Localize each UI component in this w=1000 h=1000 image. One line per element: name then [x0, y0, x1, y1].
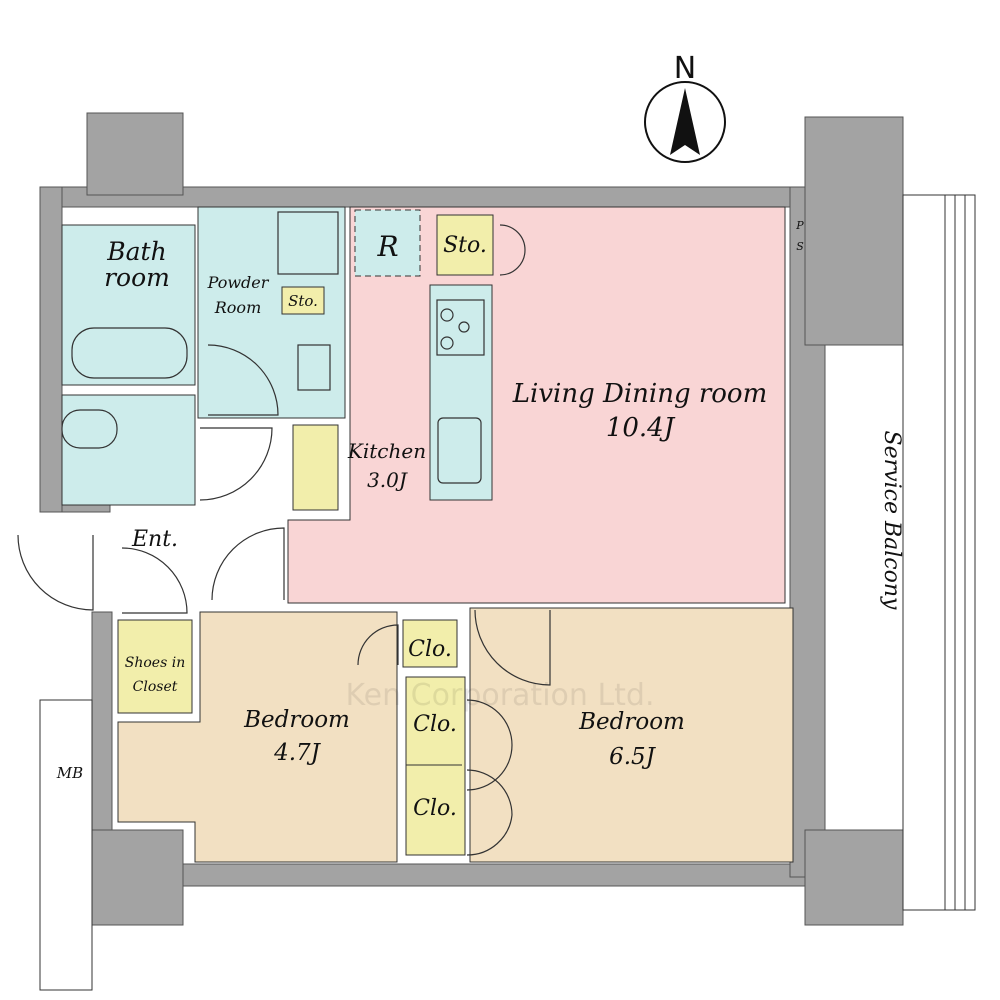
- powder-storage: [281, 286, 325, 315]
- door-storage: [499, 224, 526, 276]
- storage-living: [436, 214, 494, 276]
- kitchen-size: 3.0J: [367, 468, 408, 492]
- door-entrance: [17, 534, 94, 611]
- living-dining-kitchen: [287, 206, 786, 604]
- closet-2-3: [405, 676, 466, 856]
- entrance-label: Ent.: [131, 527, 178, 552]
- refrigerator-space: [354, 209, 421, 277]
- toilet: [61, 394, 196, 506]
- shoes-closet: [117, 619, 193, 714]
- bath-label: Bath: [106, 237, 166, 266]
- kitchen-sink-icon: [437, 417, 482, 484]
- door-closet-3: [466, 769, 513, 856]
- walls: [39, 112, 904, 926]
- shoes-label: Shoes in: [125, 655, 185, 671]
- kitchen-counter: [429, 284, 493, 501]
- living-name: Living Dining room: [512, 379, 768, 409]
- closet2-label: Clo.: [413, 712, 457, 737]
- storage-label: Sto.: [443, 233, 487, 258]
- bedroom-1: [117, 611, 398, 863]
- kitchen-storage: [292, 424, 339, 511]
- pillar-top-right: [804, 116, 904, 346]
- bath-label-2: room: [104, 263, 170, 292]
- fixtures: [17, 211, 551, 856]
- powder-label: Powder: [207, 273, 270, 292]
- north-label: N: [674, 51, 696, 86]
- powder-label-2: Room: [214, 298, 261, 317]
- bedroom-2: [469, 607, 794, 863]
- toilet-icon: [61, 409, 118, 449]
- door-toilet: [199, 427, 273, 501]
- door-closet-2: [466, 699, 513, 791]
- pillar-top-left: [86, 112, 184, 196]
- door-bedroom-2: [474, 609, 551, 686]
- balcony-label: Service Balcony: [879, 431, 904, 610]
- living-size: 10.4J: [606, 413, 676, 443]
- bathtub-icon: [71, 327, 188, 379]
- closet-1: [402, 619, 458, 668]
- washer-icon: [277, 211, 339, 275]
- bedroom1-size: 4.7J: [273, 740, 322, 766]
- door-shoes: [121, 547, 188, 614]
- door-powder: [207, 344, 279, 416]
- ps-label-2: S: [796, 240, 804, 253]
- stove-icon: [436, 299, 485, 356]
- pillar-bottom-right: [804, 829, 904, 926]
- kitchen-name: Kitchen: [347, 439, 426, 463]
- refrigerator-label: R: [376, 230, 398, 263]
- compass-icon: N: [644, 51, 726, 163]
- bedroom2-name: Bedroom: [578, 709, 685, 735]
- mb-label: MB: [56, 764, 83, 782]
- bedroom2-size: 6.5J: [609, 744, 657, 770]
- bedroom1-name: Bedroom: [243, 707, 350, 733]
- door-closet-1: [357, 624, 399, 666]
- powder-storage-label: Sto.: [288, 292, 318, 310]
- sink-icon: [297, 344, 331, 391]
- service-balcony: [902, 194, 976, 911]
- door-hall: [211, 527, 285, 601]
- shoes-label-2: Closet: [133, 679, 178, 695]
- watermark: Ken Corporation Ltd.: [346, 678, 655, 713]
- pillar-bottom-left: [86, 829, 184, 926]
- bathroom: [61, 224, 196, 386]
- closet1-label: Clo.: [408, 637, 452, 662]
- meter-box: [39, 699, 93, 991]
- ps-label: P: [795, 219, 804, 232]
- closet3-label: Clo.: [413, 796, 457, 821]
